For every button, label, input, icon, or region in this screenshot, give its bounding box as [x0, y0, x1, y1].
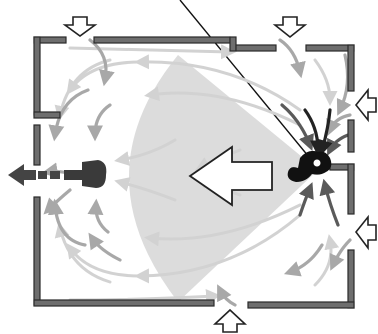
- outlet-pipe-segment: [50, 171, 60, 179]
- left-arrow-icon: [8, 164, 36, 186]
- flow-arrows-dark: [280, 103, 350, 227]
- hollow-left-arrow-icon: [188, 145, 273, 207]
- room-walls: [33, 36, 355, 309]
- outlet-pipe: [64, 170, 84, 180]
- hollow-up-arrow-icon: [212, 308, 248, 333]
- hollow-down-arrow-icon: [272, 16, 308, 39]
- source-blob: [287, 150, 332, 182]
- flow-arrows-medium: [41, 38, 352, 307]
- hollow-left-arrow-icon: [354, 214, 377, 251]
- hollow-down-arrow-icon: [62, 16, 98, 37]
- outlet-pipe-segment: [38, 171, 47, 179]
- outlet-duct: [82, 160, 107, 188]
- exhaust-outlet: [8, 160, 107, 188]
- source-highlight: [312, 158, 322, 168]
- hollow-left-arrow-icon: [354, 87, 377, 123]
- flow-arrows-black: [303, 108, 333, 157]
- pointer-line: [179, 0, 319, 169]
